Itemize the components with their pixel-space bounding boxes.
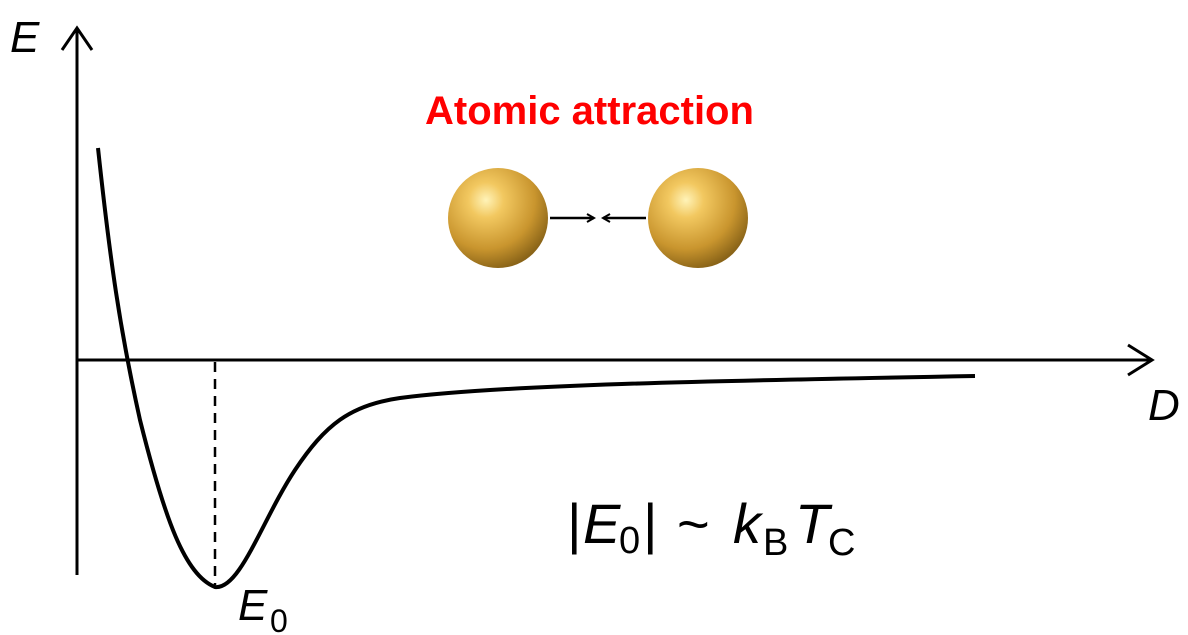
relation-E: E bbox=[583, 492, 621, 555]
y-axis-arrowhead bbox=[60, 25, 94, 51]
relation-T-sub: C bbox=[828, 522, 855, 564]
diagram-title: Atomic attraction bbox=[425, 89, 754, 133]
potential-curve bbox=[96, 147, 976, 589]
y-axis-label: E bbox=[10, 13, 40, 62]
atom-left bbox=[448, 168, 548, 268]
relation-k-sub: B bbox=[763, 522, 788, 564]
minimum-label: E bbox=[238, 581, 268, 630]
relation-bar-left: | bbox=[567, 492, 582, 555]
relation-k: k bbox=[733, 492, 764, 555]
relation-T: T bbox=[795, 492, 833, 555]
atom-right bbox=[648, 168, 748, 268]
minimum-label-main: E bbox=[238, 581, 268, 630]
relation-E-sub: 0 bbox=[619, 520, 640, 562]
x-axis-label: D bbox=[1148, 381, 1180, 430]
relation-bar-right: | bbox=[643, 492, 658, 555]
x-axis-arrowhead bbox=[1127, 343, 1155, 377]
minimum-label-sub: 0 bbox=[270, 603, 288, 635]
relation-tilde: ~ bbox=[677, 492, 710, 555]
